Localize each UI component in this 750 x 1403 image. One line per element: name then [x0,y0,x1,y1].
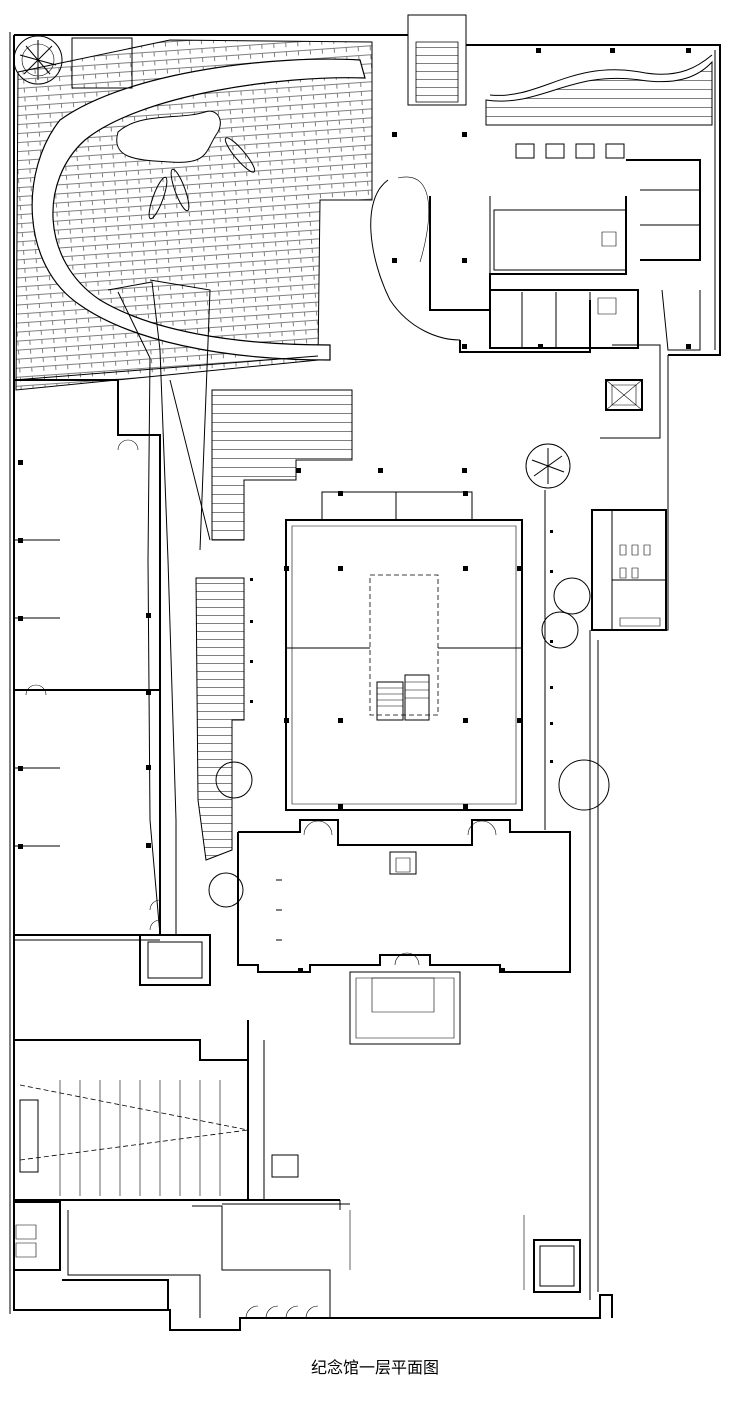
tree-symbol [14,36,62,84]
side-deck [196,390,352,907]
restrooms [592,510,666,630]
north-entrance [408,15,712,158]
drawing-caption: 纪念馆一层平面图 [310,1358,439,1377]
central-corridor [108,280,210,935]
wooden-deck-garden [14,36,372,390]
south-wing [14,1020,580,1318]
east-corridor [526,444,609,830]
main-exhibition-hall [286,492,522,835]
west-wing-rooms [14,380,210,985]
columns [18,48,691,973]
entrance-hall [238,820,570,1044]
tree-symbol [526,444,570,488]
stair-core [600,345,660,438]
stair-symbol [377,675,429,720]
service-rooms [371,160,700,352]
site-boundary [10,32,720,1330]
tables [516,144,624,158]
